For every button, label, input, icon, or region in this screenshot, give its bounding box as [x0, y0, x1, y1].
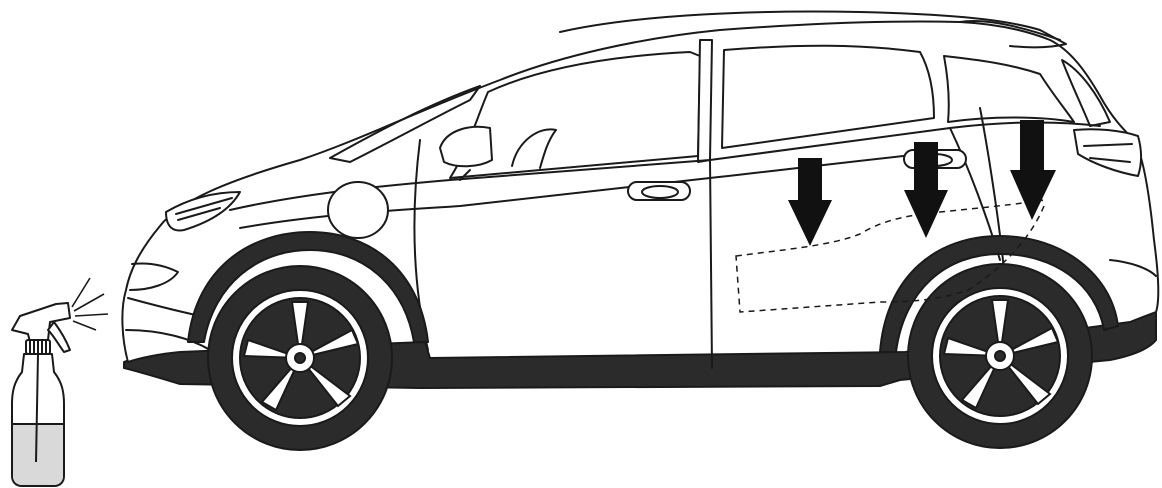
charge-port-door — [328, 182, 388, 238]
spray-mist — [72, 278, 108, 330]
rear-wheel — [908, 264, 1092, 448]
front-wheel — [208, 266, 392, 450]
spray-bottle-icon — [12, 278, 108, 486]
door-handle-front — [628, 182, 690, 200]
